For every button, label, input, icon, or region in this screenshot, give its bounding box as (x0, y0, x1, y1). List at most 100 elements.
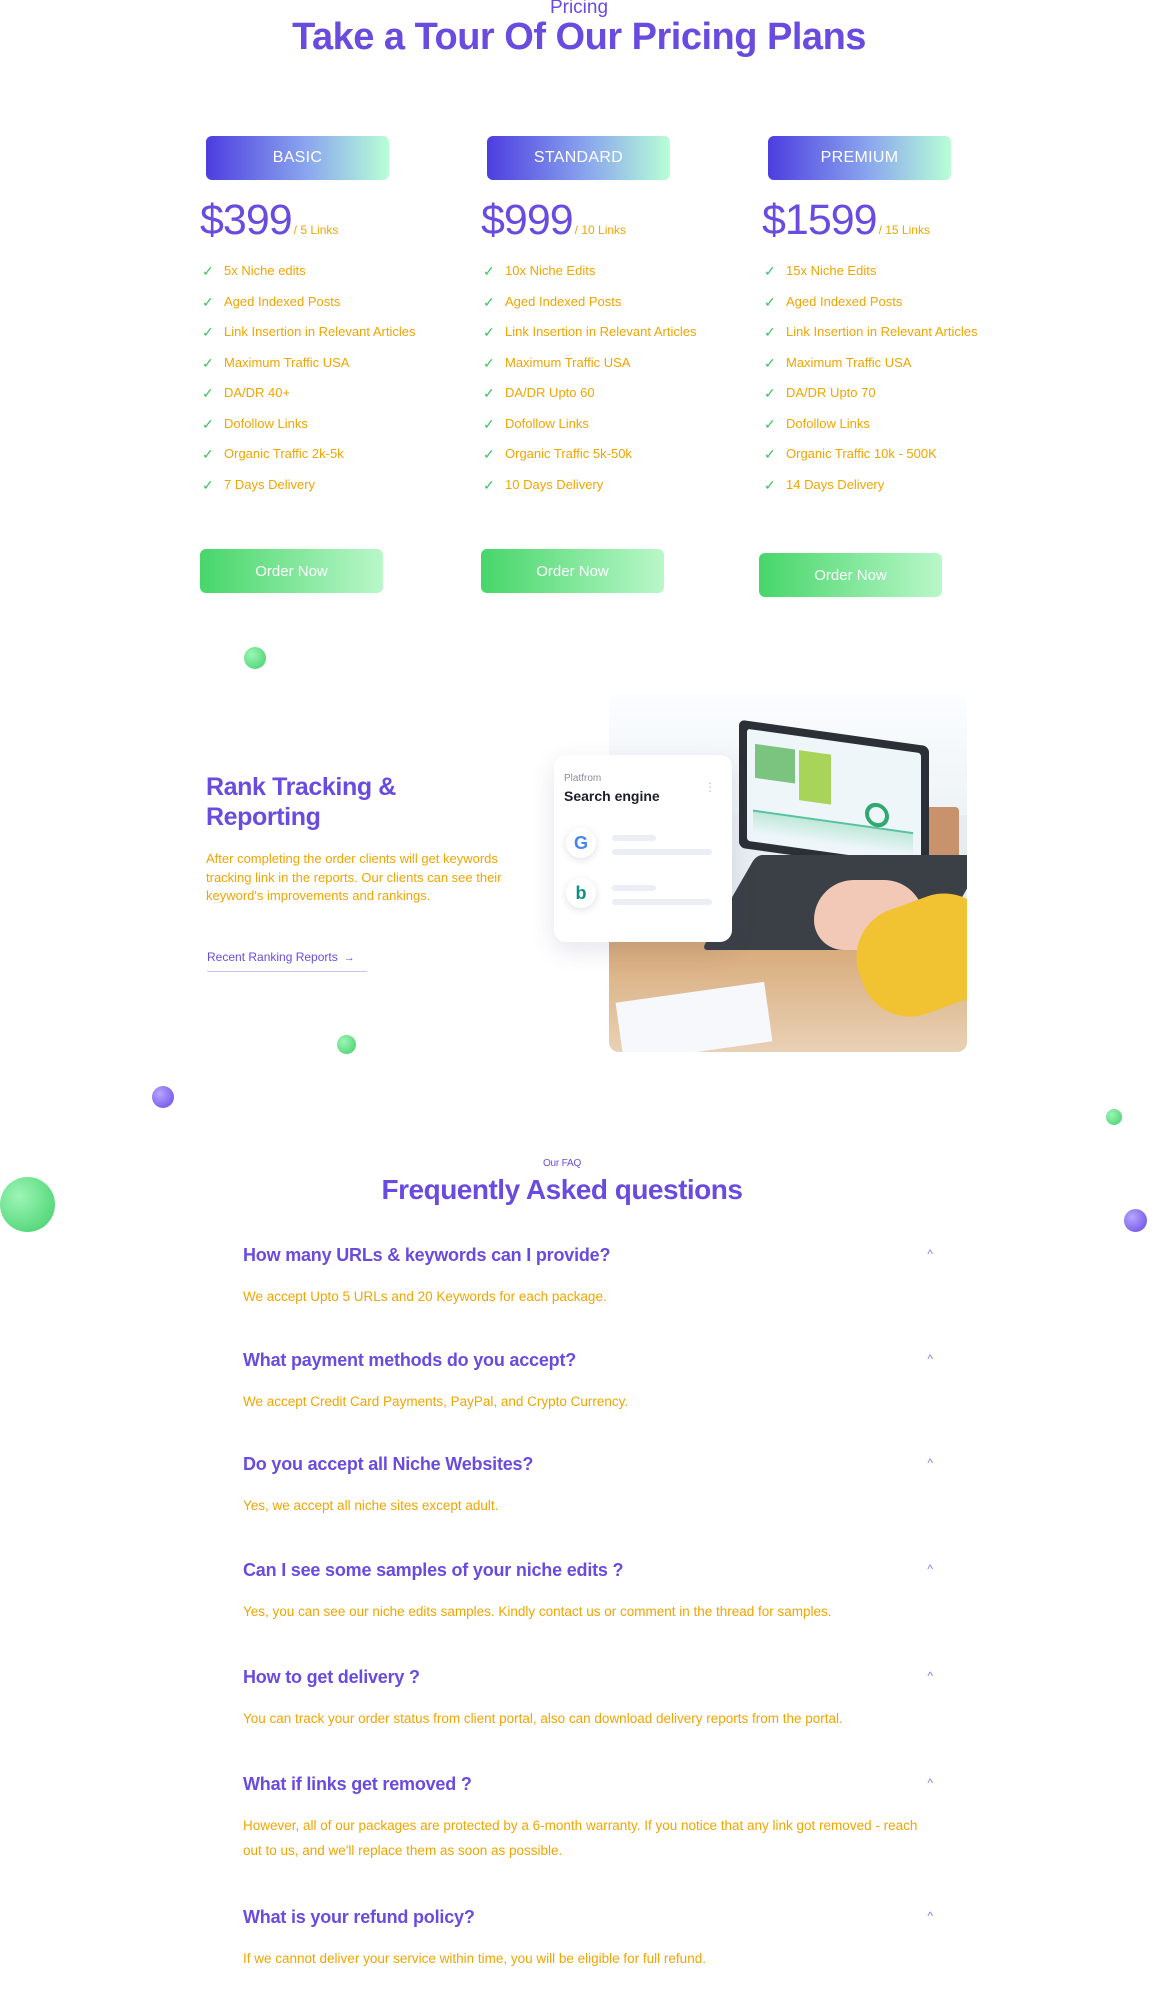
faq-question[interactable]: How many URLs & keywords can I provide? (243, 1245, 611, 1265)
rank-tracking-description: After completing the order clients will … (206, 851, 502, 903)
check-icon: ✓ (202, 354, 214, 371)
check-icon: ✓ (483, 324, 495, 340)
feature-item: ✓Aged Indexed Posts (764, 287, 1012, 318)
check-icon: ✓ (483, 476, 495, 493)
bing-logo-icon: b (566, 878, 596, 908)
check-icon: ✓ (202, 446, 214, 462)
decorative-dot (244, 647, 266, 669)
chevron-up-icon[interactable]: ^ (927, 1909, 933, 1923)
faq-answer: Yes, you can see our niche edits samples… (243, 1604, 832, 1619)
faq-item: What if links get removed ? ^ However, a… (243, 1774, 933, 1863)
pricing-eyebrow: Pricing (549, 0, 609, 18)
chevron-up-icon[interactable]: ^ (927, 1776, 933, 1790)
faq-question[interactable]: What is your refund policy? (243, 1907, 475, 1927)
screen-tile (799, 750, 831, 805)
faq-question[interactable]: What if links get removed ? (243, 1774, 472, 1794)
faq-answer: However, all of our packages are protect… (243, 1818, 918, 1858)
check-icon: ✓ (764, 385, 776, 401)
price-amount: $399 (200, 196, 293, 244)
chevron-up-icon[interactable]: ^ (927, 1247, 933, 1261)
chevron-up-icon[interactable]: ^ (927, 1456, 933, 1470)
faq-item: What is your refund policy? ^ If we cann… (243, 1907, 933, 1971)
faq-title: Frequently Asked questions (381, 1174, 743, 1205)
plan-price: $399/ 5 Links (200, 196, 338, 245)
feature-item: ✓Link Insertion in Relevant Articles (764, 317, 1012, 348)
check-icon: ✓ (483, 293, 495, 310)
search-engine-card: Platfrom Search engine ⋮ G b (554, 755, 732, 942)
feature-item: ✓5x Niche edits (202, 256, 450, 287)
check-icon: ✓ (483, 415, 495, 432)
feature-list: ✓15x Niche Edits ✓Aged Indexed Posts ✓Li… (764, 256, 1012, 500)
decorative-dot (0, 1177, 55, 1232)
recent-ranking-reports-link[interactable]: Recent Ranking Reports → (207, 950, 367, 972)
decorative-dot (1106, 1109, 1122, 1125)
plan-price: $1599/ 15 Links (762, 196, 930, 245)
feature-item: ✓Organic Traffic 5k-50k (483, 439, 731, 470)
feature-item: ✓Maximum Traffic USA (764, 348, 1012, 379)
check-icon: ✓ (202, 476, 214, 493)
screen-tile (755, 743, 795, 784)
check-icon: ✓ (764, 263, 776, 279)
check-icon: ✓ (202, 263, 214, 279)
check-icon: ✓ (764, 293, 776, 310)
plan-name-badge: STANDARD (487, 136, 670, 180)
pricing-title: Take a Tour Of Our Pricing Plans (292, 16, 866, 58)
price-per: / 10 Links (574, 223, 627, 237)
decorative-dot (337, 1035, 356, 1054)
feature-item: ✓Link Insertion in Relevant Articles (202, 317, 450, 348)
chevron-up-icon[interactable]: ^ (927, 1352, 933, 1366)
check-icon: ✓ (764, 354, 776, 371)
feature-item: ✓Dofollow Links (202, 409, 450, 440)
feature-list: ✓10x Niche Edits ✓Aged Indexed Posts ✓Li… (483, 256, 731, 500)
placeholder-bar (612, 885, 656, 891)
feature-list: ✓5x Niche edits ✓Aged Indexed Posts ✓Lin… (202, 256, 450, 500)
check-icon: ✓ (483, 263, 495, 279)
placeholder-bar (612, 835, 656, 841)
chevron-up-icon[interactable]: ^ (927, 1669, 933, 1683)
faq-question[interactable]: Do you accept all Niche Websites? (243, 1454, 534, 1474)
feature-item: ✓Link Insertion in Relevant Articles (483, 317, 731, 348)
feature-item: ✓Organic Traffic 2k-5k (202, 439, 450, 470)
chevron-up-icon[interactable]: ^ (927, 1562, 933, 1576)
feature-item: ✓Maximum Traffic USA (202, 348, 450, 379)
faq-question[interactable]: Can I see some samples of your niche edi… (243, 1560, 624, 1580)
feature-item: ✓DA/DR Upto 60 (483, 378, 731, 409)
price-amount: $999 (481, 196, 574, 244)
check-icon: ✓ (483, 354, 495, 371)
check-icon: ✓ (764, 446, 776, 462)
faq-answer: If we cannot deliver your service within… (243, 1951, 706, 1966)
link-label: Recent Ranking Reports (207, 950, 338, 964)
faq-item: How many URLs & keywords can I provide? … (243, 1245, 933, 1309)
rank-tracking-title: Rank Tracking & Reporting (206, 773, 396, 831)
arrow-right-icon: → (343, 952, 355, 964)
feature-item: ✓Dofollow Links (483, 409, 731, 440)
feature-item: ✓7 Days Delivery (202, 470, 450, 501)
feature-item: ✓Dofollow Links (764, 409, 1012, 440)
faq-eyebrow: Our FAQ (542, 1158, 582, 1169)
feature-item: ✓Organic Traffic 10k - 500K (764, 439, 1012, 470)
price-per: / 15 Links (878, 223, 930, 237)
check-icon: ✓ (764, 324, 776, 340)
decorative-dot (152, 1086, 174, 1108)
feature-item: ✓Aged Indexed Posts (483, 287, 731, 318)
check-icon: ✓ (202, 324, 214, 340)
faq-question[interactable]: How to get delivery ? (243, 1667, 420, 1687)
card-label: Platfrom (564, 773, 602, 784)
faq-answer: We accept Credit Card Payments, PayPal, … (243, 1394, 629, 1409)
card-value: Search engine (564, 788, 660, 804)
placeholder-bar (612, 899, 712, 905)
feature-item: ✓10 Days Delivery (483, 470, 731, 501)
feature-item: ✓14 Days Delivery (764, 470, 1012, 501)
order-now-button[interactable]: Order Now (481, 549, 664, 593)
photo-laptop-screen (739, 719, 929, 875)
plan-name-badge: BASIC (206, 136, 389, 180)
check-icon: ✓ (764, 476, 776, 493)
order-now-button[interactable]: Order Now (759, 553, 942, 597)
google-logo-icon: G (566, 828, 596, 858)
check-icon: ✓ (483, 446, 495, 462)
order-now-button[interactable]: Order Now (200, 549, 383, 593)
faq-question[interactable]: What payment methods do you accept? (243, 1350, 577, 1370)
plan-name-badge: PREMIUM (768, 136, 951, 180)
price-per: / 5 Links (293, 223, 339, 237)
feature-item: ✓DA/DR 40+ (202, 378, 450, 409)
